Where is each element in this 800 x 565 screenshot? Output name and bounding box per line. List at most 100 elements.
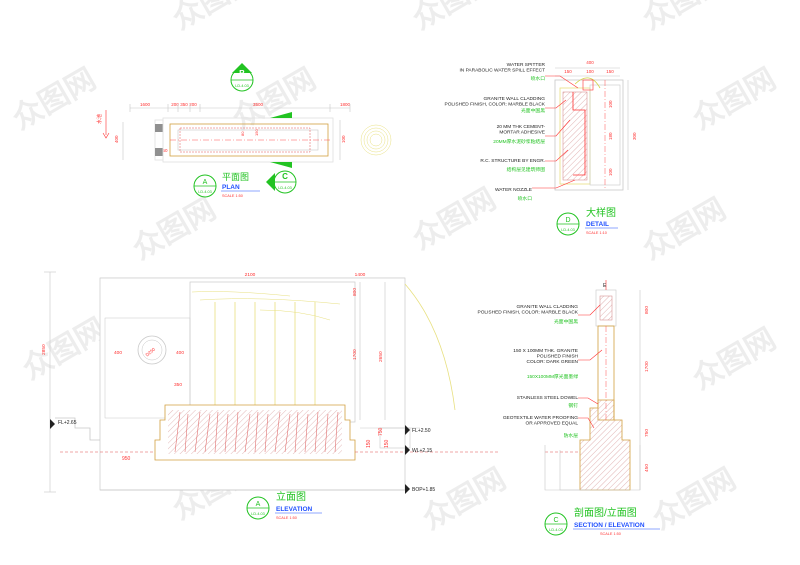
plan-title-block: A LD-4.03 平面图 PLAN SCALE 1:50 bbox=[193, 172, 260, 198]
elev-circle-label: D250 bbox=[145, 346, 157, 357]
plan-dim-left: 400 bbox=[114, 135, 119, 143]
plan-dim-top: 200 bbox=[171, 102, 179, 107]
elev-dim-left-total: 2850 bbox=[41, 344, 47, 355]
plan-dim-right: 100 bbox=[341, 135, 346, 143]
section-title-block: C LD-4.03 剖面图/立面图 SECTION / ELEVATION SC… bbox=[544, 506, 660, 536]
plan-title-ref: LD-4.03 bbox=[198, 190, 212, 194]
elev-dim-right-top: 800 bbox=[352, 288, 358, 296]
plan-title-letter: A bbox=[203, 179, 208, 186]
plan-side-label: 水池 bbox=[96, 114, 103, 124]
section-title-ref: LD-4.03 bbox=[549, 528, 563, 532]
elev-circle-dim: 400 bbox=[176, 350, 184, 356]
callout-b-ref: LD-4.03 bbox=[235, 84, 249, 88]
elev-title-cn: 立面图 bbox=[276, 490, 306, 503]
watermark-text: 众图网 bbox=[127, 192, 221, 266]
elev-dim-right-mid: 1700 bbox=[352, 349, 358, 360]
plan-inner-dim: 80 bbox=[240, 131, 245, 136]
elev-circle-dim: 400 bbox=[114, 350, 122, 356]
detail-note-cn: 喷水口 bbox=[531, 75, 546, 82]
detail-note-en: 20 MM THK CEMENT-MORTAR ADHESIVE bbox=[497, 124, 546, 136]
detail-title-letter: D bbox=[565, 217, 570, 224]
elev-dim-small: 150 bbox=[366, 439, 372, 448]
detail-dim-right: 180 bbox=[608, 132, 613, 140]
section-dim-right: 800 bbox=[644, 306, 650, 314]
callout-b: B LD-4.03 bbox=[230, 63, 254, 92]
section-note-cn: 防水层 bbox=[564, 432, 579, 439]
watermark-text: 众图网 bbox=[637, 0, 731, 36]
elev-dim-350: 350 bbox=[174, 382, 182, 388]
watermark-text: 众图网 bbox=[407, 0, 501, 36]
watermark-text: 众图网 bbox=[7, 62, 101, 136]
callout-b-letter: B bbox=[239, 69, 245, 78]
elev-title-block: A LD-4.03 立面图 ELEVATION SCALE 1:50 bbox=[246, 490, 322, 520]
detail-dim-top: 150 bbox=[564, 69, 572, 74]
elev-dim-small: 150 bbox=[384, 439, 390, 448]
callout-c: C LD-4.03 bbox=[266, 170, 297, 194]
elev-title-en: ELEVATION bbox=[276, 506, 313, 513]
plan-dim-top: 350 bbox=[180, 102, 188, 107]
watermark-text: 众图网 bbox=[687, 322, 781, 396]
plan-dim-left2: 250 bbox=[160, 148, 168, 153]
elev-dim-750: 750 bbox=[378, 427, 384, 436]
detail-note-cn: 20MM厚水泥砂浆粘结层 bbox=[493, 138, 545, 145]
section-title-cn: 剖面图/立面图 bbox=[574, 506, 637, 519]
detail-dim-top: 100 bbox=[586, 69, 594, 74]
detail-title-cn: 大样图 bbox=[586, 206, 616, 219]
detail-title-en: DETAIL bbox=[586, 221, 609, 228]
detail-note-cn: 结构层见建筑师图 bbox=[507, 166, 546, 173]
plan-title-en: PLAN bbox=[222, 184, 240, 191]
watermark-text: 众图网 bbox=[417, 462, 511, 536]
elev-title-scale: SCALE 1:50 bbox=[276, 516, 297, 520]
plan-dim-top: 200 bbox=[189, 102, 197, 107]
elev-level-wl: WL+2.15 bbox=[412, 448, 432, 454]
plan-dim-top: 1600 bbox=[140, 102, 151, 107]
detail-note-cn: 光面中国黑 bbox=[521, 107, 545, 114]
callout-c-ref: LD-4.03 bbox=[278, 186, 292, 190]
section-dim-right: 1700 bbox=[644, 361, 650, 372]
watermark-text: 众图网 bbox=[687, 62, 781, 136]
watermark-text: 众图网 bbox=[167, 0, 261, 36]
detail-note-en: WATER NOZZLE bbox=[495, 187, 532, 193]
watermark-text: 众图网 bbox=[647, 462, 741, 536]
elev-dim-top: 1400 bbox=[355, 272, 366, 278]
detail-dim-top: 150 bbox=[606, 69, 614, 74]
watermark-text: 众图网 bbox=[637, 192, 731, 266]
elev-title-letter: A bbox=[256, 501, 261, 508]
elev-dim-right-total: 2650 bbox=[378, 351, 384, 362]
callout-c-letter: C bbox=[282, 172, 288, 181]
detail-dim-right: 300 bbox=[632, 132, 637, 140]
watermark-text: 众图网 bbox=[407, 182, 501, 256]
section-note-cn: 钢钉 bbox=[568, 402, 578, 409]
detail-view: 400 150 100 150 100 180 100 300 bbox=[445, 60, 637, 236]
detail-title-ref: LD-4.03 bbox=[561, 228, 575, 232]
plan-dim-top: 3500 bbox=[253, 102, 264, 107]
elev-level-fl-left: FL+2.65 bbox=[58, 420, 77, 426]
section-note-cn: 光面中国黑 bbox=[554, 318, 578, 325]
section-view: E 800 1700 750 450 GRANITE WALL CLADDING… bbox=[478, 280, 660, 536]
detail-dim-right: 100 bbox=[608, 100, 613, 108]
elev-level-fl-right: FL+2.50 bbox=[412, 428, 431, 434]
plan-title-scale: SCALE 1:50 bbox=[222, 194, 243, 198]
plan-title-cn: 平面图 bbox=[222, 172, 249, 182]
section-title-en: SECTION / ELEVATION bbox=[574, 522, 645, 529]
section-note-en: STAINLESS STEEL DOWEL bbox=[517, 395, 579, 401]
elev-level-bop: BOP+1.85 bbox=[412, 487, 435, 493]
plan-view: 1600 200 350 200 3500 1800 400 250 80 bbox=[96, 63, 392, 198]
elevation-view: 2850 2100 1400 300 1500 1800 D250 400 40… bbox=[41, 271, 500, 520]
detail-dim-top: 400 bbox=[586, 60, 594, 65]
plan-dim-top: 1800 bbox=[340, 102, 351, 107]
detail-title-block: D LD-4.03 大样图 DETAIL SCALE 1:10 bbox=[556, 206, 618, 236]
elev-dim-top: 2100 bbox=[245, 272, 256, 278]
section-dim-right: 750 bbox=[644, 429, 650, 437]
elev-dim-950: 950 bbox=[122, 456, 131, 462]
plan-inner-dim: 150 bbox=[254, 129, 259, 136]
detail-note-cn: 喷水口 bbox=[518, 195, 533, 202]
svg-text:E: E bbox=[603, 283, 607, 289]
section-title-scale: SCALE 1:50 bbox=[600, 532, 621, 536]
